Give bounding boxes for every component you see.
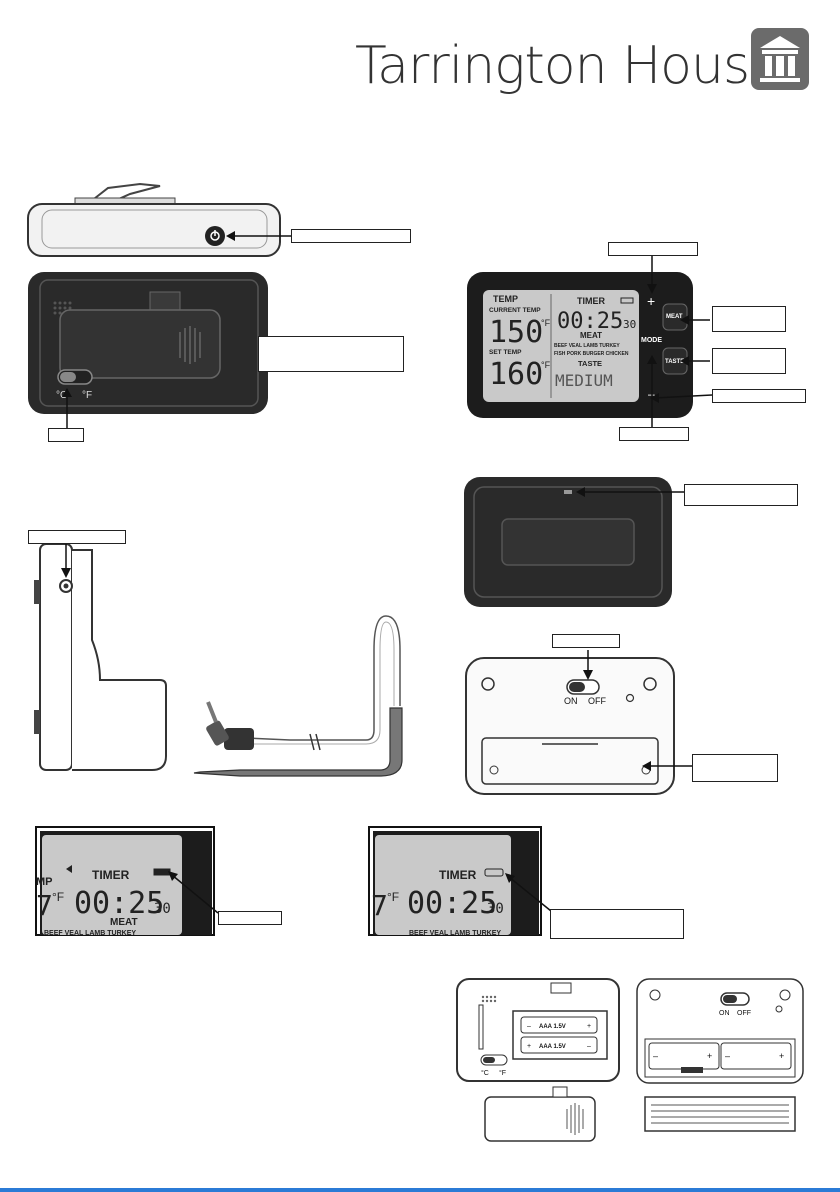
svg-text:7: 7 bbox=[371, 889, 388, 922]
lcd-meat-label: MEAT bbox=[580, 331, 602, 340]
lcd-detail2-timer-seconds: 30 bbox=[487, 901, 504, 917]
callout-battery-indicator bbox=[550, 909, 684, 939]
device-back-view: °C °F bbox=[28, 272, 268, 428]
battery-view-fahrenheit: °F bbox=[499, 1069, 506, 1077]
battery-cell-1-plus: + bbox=[587, 1023, 591, 1030]
taste-button[interactable]: TASTE bbox=[665, 359, 684, 365]
temperature-probe bbox=[193, 615, 403, 777]
battery-cell-1-label: AAA 1.5V bbox=[539, 1024, 566, 1030]
lcd-detail-meat-label: MEAT bbox=[110, 917, 138, 928]
main-display-device: TEMP CURRENT TEMP 150 °F SET TEMP 160 °F… bbox=[467, 272, 693, 418]
callout-minus-button bbox=[712, 389, 806, 403]
battery-cell-2-plus: + bbox=[527, 1043, 531, 1050]
base-unit-back-view bbox=[464, 477, 685, 607]
battery-cell-2-minus: – bbox=[587, 1043, 591, 1050]
callout-indicator-led bbox=[684, 484, 798, 506]
base-cell-1-minus: – bbox=[653, 1051, 658, 1061]
lcd-detail-timer-label: TIMER bbox=[92, 868, 130, 882]
battery-cell-2-label: AAA 1.5V bbox=[539, 1044, 566, 1050]
callout-clip-note bbox=[258, 336, 404, 372]
power-on-label: ON bbox=[564, 696, 578, 706]
lcd-set-temp-value: 160 bbox=[489, 357, 543, 392]
lcd-unit-2: °F bbox=[541, 360, 551, 370]
lcd-screen bbox=[483, 290, 639, 402]
lcd-current-temp-label: CURRENT TEMP bbox=[489, 307, 541, 314]
battery-cell-1-minus: – bbox=[527, 1023, 531, 1030]
lcd-detail2-timer-value: 00:25 bbox=[407, 886, 497, 921]
base-cell-2-plus: + bbox=[779, 1051, 784, 1061]
device-side-profile bbox=[34, 538, 167, 771]
lcd-set-temp-label: SET TEMP bbox=[489, 349, 522, 356]
callout-battery-cover bbox=[692, 754, 778, 782]
battery-view-off: OFF bbox=[737, 1010, 751, 1017]
unit-fahrenheit-label: °F bbox=[82, 390, 92, 401]
lcd-detail-meat-row: BEEF VEAL LAMB TURKEY bbox=[44, 930, 136, 937]
lcd-detail-unit: °F bbox=[52, 890, 64, 904]
lcd-detail-battery-ok: 7 °F TIMER 00:25 30 BEEF VEAL LAMB TURKE… bbox=[368, 826, 552, 937]
lcd-current-temp-value: 150 bbox=[489, 315, 543, 350]
lcd-timer-label: TIMER bbox=[577, 296, 605, 306]
lcd-detail2-unit: °F bbox=[387, 890, 399, 904]
callout-probe-jack bbox=[28, 530, 126, 544]
lcd-detail-timer-seconds: 30 bbox=[154, 901, 171, 917]
house-building-icon bbox=[751, 28, 809, 90]
lcd-detail2-meat-row: BEEF VEAL LAMB TURKEY bbox=[409, 930, 501, 937]
lcd-detail-temp-fragment: MP bbox=[36, 876, 53, 888]
base-unit-switch-view: ON OFF bbox=[465, 650, 692, 795]
callout-taste-button bbox=[712, 348, 786, 374]
device-side-view bbox=[27, 182, 292, 257]
lcd-taste-label: TASTE bbox=[578, 359, 602, 368]
power-off-label: OFF bbox=[588, 696, 606, 706]
lcd-temp-label: TEMP bbox=[493, 294, 518, 304]
callout-power-switch bbox=[552, 634, 620, 648]
lcd-timer-value: 00:25 bbox=[557, 309, 623, 334]
main-display-callout-arrows bbox=[647, 252, 713, 428]
callout-meat-button bbox=[712, 306, 786, 332]
callout-mode-button bbox=[619, 427, 689, 441]
callout-unit-switch bbox=[48, 428, 84, 442]
lcd-taste-value: MEDIUM bbox=[555, 371, 613, 390]
base-cell-1-plus: + bbox=[707, 1051, 712, 1061]
battery-view-on: ON bbox=[719, 1010, 730, 1017]
battery-indicator-icon bbox=[620, 297, 634, 304]
lcd-timer-seconds: 30 bbox=[623, 318, 636, 331]
callout-plus-button bbox=[608, 242, 698, 256]
callout-battery-low bbox=[218, 911, 282, 925]
meat-button[interactable]: MEAT bbox=[666, 314, 683, 320]
lcd-detail2-timer-label: TIMER bbox=[439, 868, 477, 882]
lcd-meat-row-2: FISH PORK BURGER CHICKEN bbox=[554, 351, 629, 357]
plus-button[interactable]: + bbox=[647, 293, 655, 309]
battery-view-celsius: °C bbox=[481, 1069, 489, 1077]
page-bottom-rule bbox=[0, 1188, 840, 1192]
battery-installation-views: – AAA 1.5V + + AAA 1.5V – °C °F ON OFF –… bbox=[456, 978, 804, 1142]
lcd-detail-timer-value: 00:25 bbox=[74, 886, 164, 921]
mode-button[interactable]: MODE bbox=[641, 337, 662, 344]
base-cell-2-minus: – bbox=[725, 1051, 730, 1061]
callout-power-button bbox=[291, 229, 411, 243]
lcd-detail-battery-low: MP 7 °F TIMER 00:25 30 MEAT BEEF VEAL LA… bbox=[35, 826, 219, 937]
lcd-meat-row-1: BEEF VEAL LAMB TURKEY bbox=[554, 343, 620, 349]
brand-name: Tarrington House bbox=[355, 36, 781, 96]
svg-text:7: 7 bbox=[36, 889, 53, 922]
lcd-unit-1: °F bbox=[541, 318, 551, 328]
unit-celsius-label: °C bbox=[56, 390, 67, 401]
